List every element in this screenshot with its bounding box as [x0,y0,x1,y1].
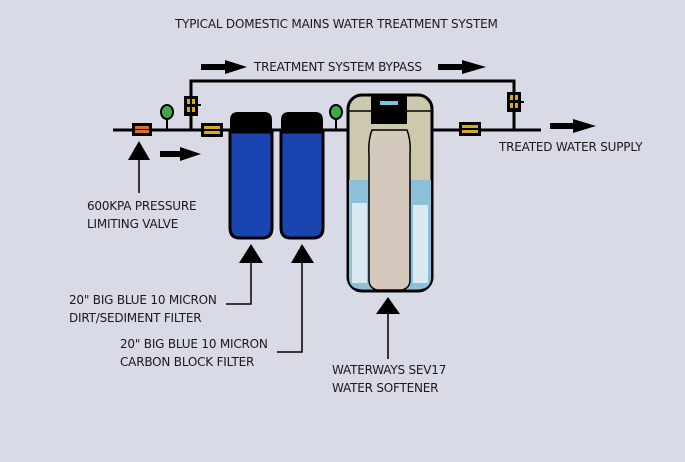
outlet-isolation-valve [459,122,481,136]
bypass-outlet-valve [507,92,521,112]
water-softener [346,93,434,293]
valve-slot [510,95,513,100]
valve-slot [187,107,190,112]
valve-slot [510,103,513,108]
inlet-flow-arrow-icon [160,147,201,161]
inlet-gauge-icon [160,104,174,120]
carbon-filter-label-line2: CARBON BLOCK FILTER [120,355,255,369]
softener-display [380,101,398,105]
valve-slot [515,95,518,100]
diagram-title: TYPICAL DOMESTIC MAINS WATER TREATMENT S… [175,17,498,31]
valve-bar [462,125,478,128]
valve-slot [192,107,195,112]
filter-gauge-icon [329,104,343,120]
resin-tank [368,129,411,291]
softener-label-line1: WATERWAYS SEV17 [332,363,447,377]
outlet-label: TREATED WATER SUPPLY [499,140,643,154]
sediment-filter-pointer-icon [239,244,263,263]
valve-handle [521,101,524,103]
sediment-filter-label-line2: DIRT/SEDIMENT FILTER [69,311,202,325]
bypass-arrow-left-icon [201,60,247,74]
sediment-filter [228,112,274,240]
carbon-filter-label-line1: 20" BIG BLUE 10 MICRON [120,337,268,351]
bypass-inlet-valve [184,96,198,116]
carbon-filter-housing [279,130,325,240]
valve-bar [204,126,220,129]
valve-bar [204,131,220,134]
valve-slot [187,99,190,104]
inlet-isolation-valve [201,123,223,137]
carbon-filter-cap [281,112,323,134]
softener-salt [352,203,428,283]
pressure-valve-label-line2: LIMITING VALVE [87,217,179,231]
valve-handle [198,104,201,106]
sediment-filter-cap [230,112,272,134]
pressure-valve-pointer-icon [128,141,150,160]
bypass-label: TREATMENT SYSTEM BYPASS [254,60,422,74]
valve-slot [515,103,518,108]
pressure-valve-line [135,129,149,130]
outlet-flow-arrow-icon [550,119,596,133]
sediment-filter-housing [228,130,274,240]
carbon-filter-leader [277,263,303,353]
softener-control-head [371,96,407,124]
carbon-filter-pointer-icon [291,244,314,263]
softener-pointer-icon [376,297,400,314]
bypass-arrow-right-icon [438,60,486,74]
carbon-filter [279,112,325,240]
pressure-valve-label-line1: 600KPA PRESSURE [87,199,197,213]
softener-label-line2: WATER SOFTENER [332,381,439,395]
sediment-filter-leader [226,263,252,305]
valve-slot [192,99,195,104]
sediment-filter-label-line1: 20" BIG BLUE 10 MICRON [69,293,217,307]
valve-bar [462,130,478,133]
